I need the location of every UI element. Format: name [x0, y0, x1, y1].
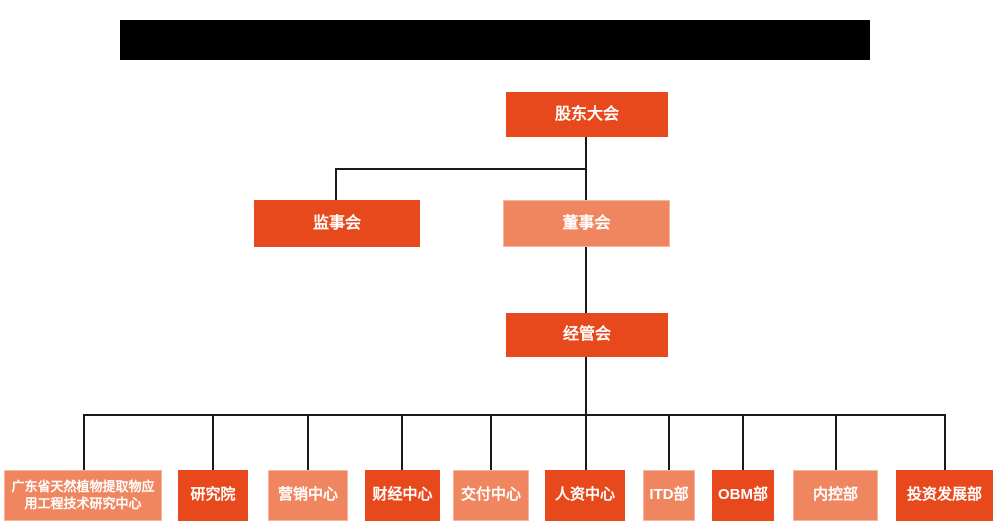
- node-dept-delivery-center: 交付中心: [453, 470, 529, 521]
- node-dept-research-institute: 研究院: [178, 470, 248, 521]
- node-supervisory-board: 监事会: [254, 200, 420, 247]
- node-management-committee: 经管会: [506, 313, 668, 357]
- node-dept-research-center: 广东省天然植物提取物应用工程技术研究中心: [4, 470, 162, 521]
- node-dept-internal-control: 内控部: [793, 470, 878, 521]
- node-dept-itd: ITD部: [643, 470, 695, 521]
- node-dept-finance-center: 财经中心: [365, 470, 440, 521]
- node-dept-hr-center: 人资中心: [545, 470, 625, 521]
- node-dept-obm: OBM部: [712, 470, 774, 521]
- node-board-of-directors: 董事会: [503, 200, 670, 247]
- node-dept-investment-development: 投资发展部: [896, 470, 993, 521]
- redacted-title-bar: [120, 20, 870, 60]
- node-dept-marketing-center: 营销中心: [268, 470, 348, 521]
- node-shareholders-meeting: 股东大会: [506, 92, 668, 137]
